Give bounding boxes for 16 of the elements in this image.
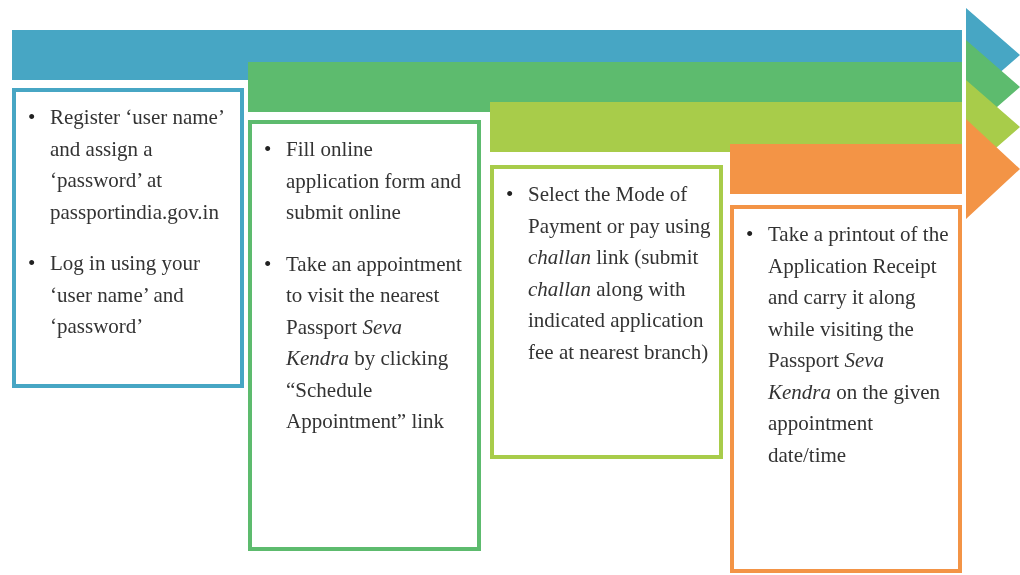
bullet-text: Take a printout of the Application Receipt and carry it along while visiting the Passport Seva Kendra on the given appointment date/time — [768, 221, 950, 469]
bullet-mark: • — [746, 221, 754, 248]
bullet-mark: • — [264, 136, 272, 163]
bullet-mark: • — [28, 104, 36, 131]
bullet-text: Fill online application form and submit online — [286, 136, 462, 226]
step-box — [248, 120, 481, 551]
bullet-mark: • — [264, 250, 272, 278]
bullet-text: Log in using your ‘user name’ and ‘password’ — [50, 250, 201, 340]
step-box — [12, 88, 244, 388]
step-box — [490, 165, 723, 459]
step-box — [730, 205, 962, 573]
bullet-text: Take an appointment to visit the nearest Passport Seva Kendra by clicking “Schedule Appointment” link — [286, 250, 463, 435]
bullet-text: Register ‘user name’ and assign a ‘password’ at passportindia.gov.in — [50, 104, 225, 226]
bullet-mark: • — [506, 181, 514, 208]
bullet-mark: • — [28, 250, 36, 277]
bullet-text: Select the Mode of Payment or pay using challan link (submit challan along with indicated application fee at nearest branch) — [528, 181, 711, 366]
